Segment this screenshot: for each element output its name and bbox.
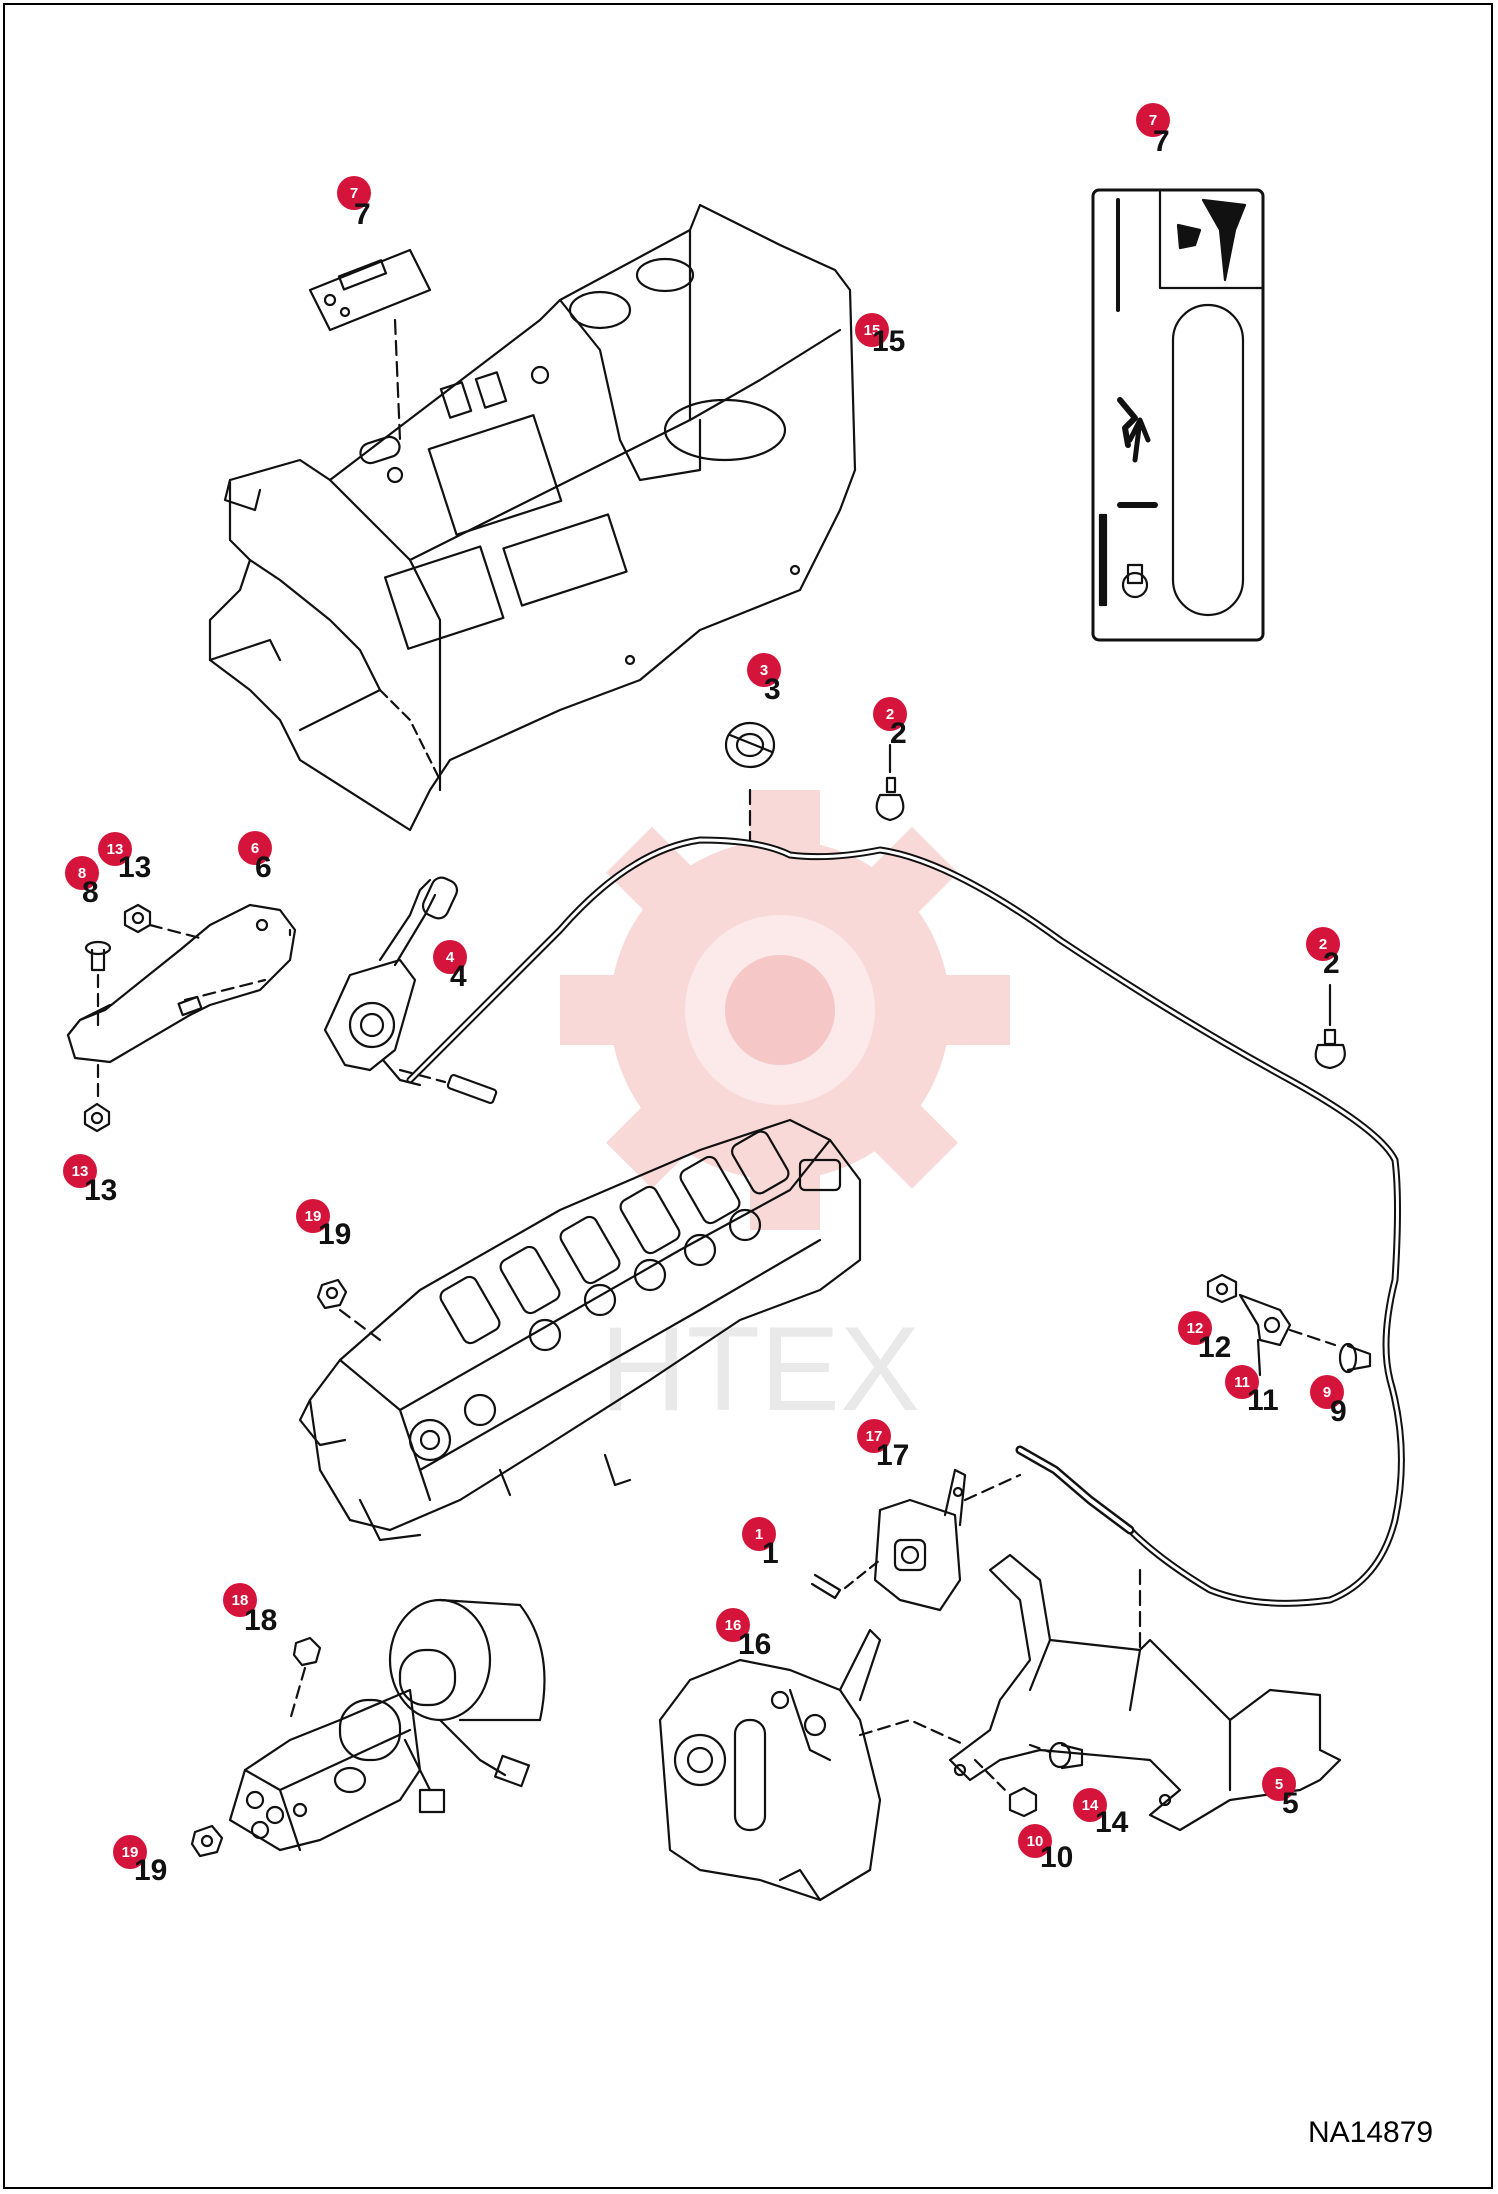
mounting-bracket [66,903,297,1064]
part-number-label: 13 [84,1174,118,1207]
part-number-label: 7 [354,198,371,231]
callout-marker[interactable]: 18 [223,1583,257,1617]
part-number-label: 18 [244,1604,278,1637]
callout-marker[interactable]: 15 [855,313,889,347]
callout-marker[interactable]: 1 [742,1517,776,1551]
part-number-label: 5 [1282,1787,1299,1820]
watermark-gear-logo [560,790,1010,1230]
callout-marker[interactable]: 11 [1225,1365,1259,1399]
bolt-10 [1008,1786,1038,1818]
part-number-label: 1 [762,1537,779,1570]
decal-large [1091,188,1265,642]
cotter-pin-1 [810,1573,842,1600]
callout-marker[interactable]: 2 [873,697,907,731]
part-number-label: 7 [1153,125,1170,158]
part-number-label: 2 [890,717,907,750]
cable-clamp-11 [1238,1293,1292,1377]
console-housing [208,203,857,832]
screw-8 [84,940,112,972]
fitting-19-lower [190,1824,224,1858]
drawing-number: NA14879 [1308,2116,1434,2149]
solenoid-valve [228,1598,546,1852]
part-number-label: 6 [255,851,272,884]
part-number-label: 3 [764,673,781,706]
clamp-upper [875,776,905,822]
leader-decal [393,318,402,442]
callout-marker[interactable]: 16 [716,1608,750,1642]
part-number-label: 13 [118,851,152,884]
callout-marker[interactable]: 19 [296,1199,330,1233]
callout-marker[interactable]: 10 [1018,1824,1052,1858]
bolt-14 [1048,1741,1084,1770]
decal-small [308,248,432,332]
callout-marker[interactable]: 8 [65,856,99,890]
nut-lower [83,1102,111,1133]
grommet [724,721,776,769]
fitting-19-upper [316,1278,348,1310]
part-number-label: 14 [1095,1806,1129,1839]
pump-assembly [658,1628,882,1902]
pedal-bracket [948,1553,1342,1832]
part-number-label: 17 [876,1439,910,1472]
part-number-label: 12 [1198,1331,1232,1364]
callout-marker[interactable]: 7 [1136,103,1170,137]
callout-marker[interactable]: 5 [1262,1767,1296,1801]
fitting-18 [292,1636,322,1667]
part-number-label: 9 [1330,1395,1347,1428]
watermark-text: HTEX [600,1302,920,1436]
bolt-9 [1338,1342,1372,1374]
callout-marker[interactable]: 7 [337,176,371,210]
throttle-bracket-17 [873,1468,967,1612]
callout-marker[interactable]: 13 [63,1154,97,1188]
callout-marker[interactable]: 13 [98,832,132,866]
clamp-right [1314,1028,1346,1070]
callout-marker[interactable]: 3 [747,653,781,687]
part-number-label: 4 [450,960,467,993]
callout-marker[interactable]: 14 [1073,1788,1107,1822]
part-number-label: 16 [738,1628,772,1661]
diagram-frame [3,3,1493,2189]
washer-12 [1206,1273,1238,1304]
callout-marker[interactable]: 17 [857,1419,891,1453]
part-number-label: 19 [318,1218,352,1251]
part-number-label: 11 [1247,1384,1279,1417]
control-valve-bank [298,1118,862,1542]
callout-marker[interactable]: 19 [113,1835,147,1869]
callout-marker[interactable]: 9 [1310,1375,1344,1409]
part-number-label: 2 [1323,947,1340,980]
throttle-lever [323,876,498,1105]
part-number-label: 19 [134,1854,168,1887]
nut-upper [123,903,152,934]
part-number-label: 8 [82,876,99,909]
callout-marker[interactable]: 4 [433,940,467,974]
callout-marker[interactable]: 12 [1178,1311,1212,1345]
part-number-label: 10 [1040,1841,1074,1874]
callout-marker[interactable]: 6 [238,831,272,865]
part-number-label: 15 [872,325,906,358]
callout-marker[interactable]: 2 [1306,927,1340,961]
